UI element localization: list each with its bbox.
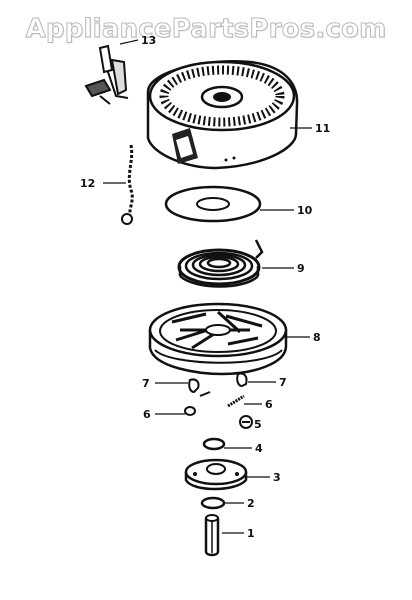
callout-1: 1 xyxy=(247,527,255,540)
pawl-left-part xyxy=(188,378,200,394)
washer-plate-part xyxy=(164,185,262,223)
dog-spring-left-part xyxy=(184,391,211,416)
pin-part xyxy=(204,514,220,557)
callout-6-left: 6 xyxy=(143,408,151,421)
starter-housing-part xyxy=(146,60,299,170)
callout-8: 8 xyxy=(313,331,321,344)
pulley-part xyxy=(148,302,288,376)
callout-7-right: 7 xyxy=(279,376,287,389)
callout-4: 4 xyxy=(255,442,263,455)
callout-12: 12 xyxy=(80,177,95,190)
screw-part xyxy=(239,415,253,429)
retainer-part xyxy=(184,458,248,491)
callout-3: 3 xyxy=(273,471,281,484)
rope-part xyxy=(121,144,134,225)
dog-spring-right-part xyxy=(227,394,245,408)
watermark: AppliancePartsPros.com xyxy=(25,14,387,45)
callout-labels: 1 2 3 4 5 6 6 7 7 8 9 10 11 12 13 xyxy=(80,34,330,540)
leader-lines xyxy=(103,39,312,534)
callout-2: 2 xyxy=(247,497,255,510)
small-washer-part xyxy=(202,437,226,451)
callout-6-right: 6 xyxy=(265,398,273,411)
callout-7-left: 7 xyxy=(142,377,150,390)
callout-10: 10 xyxy=(297,204,313,217)
pawl-right-part xyxy=(236,372,248,388)
callout-9: 9 xyxy=(297,262,305,275)
lower-washer-part xyxy=(200,496,226,510)
callout-11: 11 xyxy=(315,122,330,135)
handle-part xyxy=(84,44,129,105)
callout-13: 13 xyxy=(141,34,156,47)
recoil-spring-part xyxy=(177,239,264,288)
callout-5: 5 xyxy=(254,418,262,431)
